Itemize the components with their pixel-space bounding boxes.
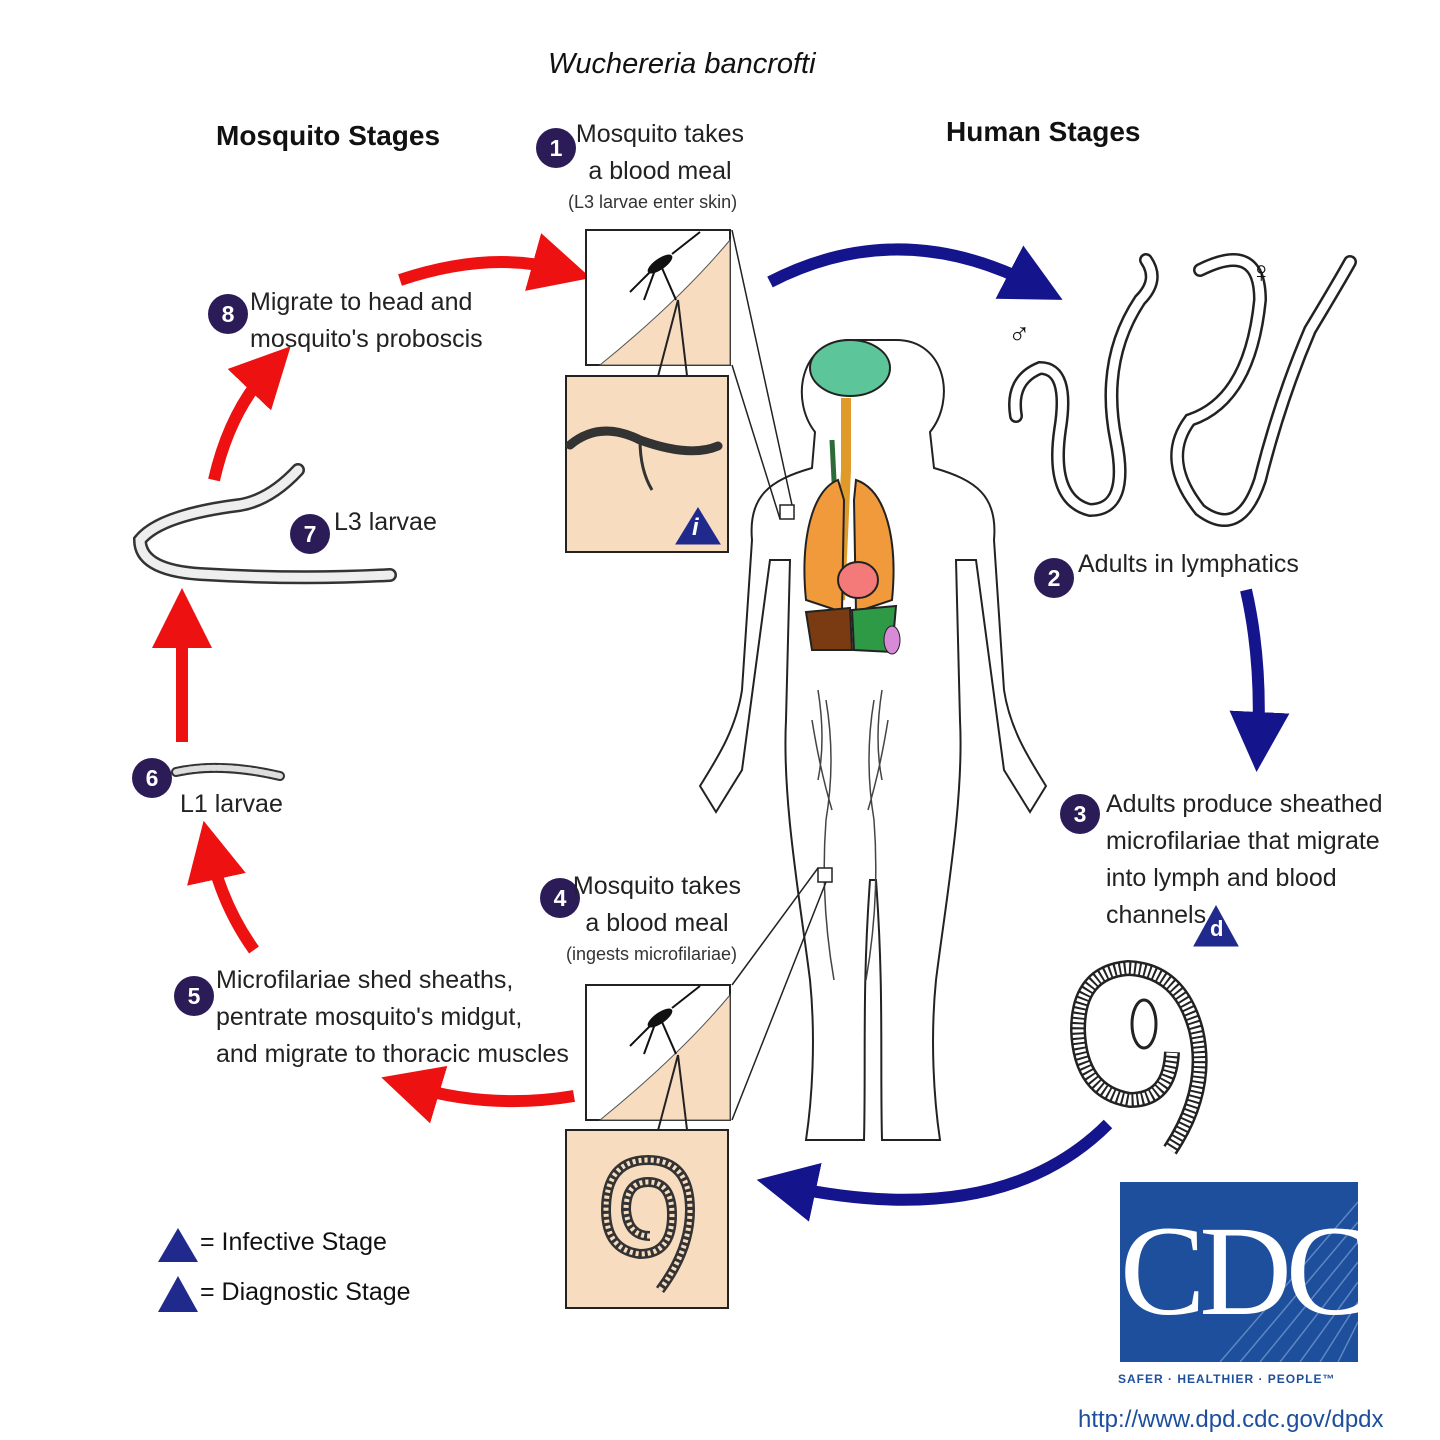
legend-diagnostic-label: = Diagnostic Stage — [200, 1278, 411, 1306]
heart-shape — [837, 561, 879, 599]
step-3-badge: 3 — [1060, 794, 1100, 834]
mosquito-icon — [629, 231, 701, 301]
step-7-badge: 7 — [290, 514, 330, 554]
arrow-5-to-6 — [187, 820, 259, 954]
microfilaria-closeup — [600, 1154, 696, 1293]
step-2-text: Adults in lymphatics — [1078, 550, 1299, 578]
stage4-panels — [565, 984, 731, 1309]
step-4-subtext: (ingests microfilariae) — [566, 944, 738, 964]
step-2-badge: 2 — [1034, 558, 1074, 598]
cdc-logo-letters: CDC — [1120, 1200, 1358, 1342]
liver-shape — [804, 606, 854, 651]
brain-shape — [809, 339, 891, 397]
step-1-badge: 1 — [536, 128, 576, 168]
human-organs — [803, 339, 901, 655]
female-symbol: ♀ — [1250, 256, 1273, 289]
cdc-logo-rays — [1219, 1201, 1358, 1362]
arrow-8-to-1 — [398, 233, 591, 291]
legend-infective-letter: i — [331, 1234, 337, 1256]
arrow-7-to-8 — [208, 346, 291, 482]
arrow-4-to-5 — [381, 1065, 575, 1124]
legend-infective-triangle — [158, 1228, 198, 1262]
cdc-logo: CDC — [1120, 1182, 1358, 1362]
mosquito-stages-heading: Mosquito Stages — [216, 120, 441, 151]
legend-diagnostic-letter: d — [329, 1286, 342, 1308]
step-8-text: Migrate to head and mosquito's proboscis — [250, 288, 483, 353]
step-6-text: L1 larvae — [180, 790, 283, 818]
skin-sample-marker-lower — [817, 867, 833, 883]
infective-stage-marker — [675, 507, 721, 545]
diagnostic-stage-marker — [1193, 904, 1239, 947]
diagnostic-marker-letter: d — [1210, 916, 1224, 941]
cdc-tagline: SAFER · HEALTHIER · PEOPLE™ — [1118, 1372, 1336, 1386]
step-8-badge: 8 — [208, 294, 248, 334]
step-4-badge: 4 — [540, 878, 580, 918]
skin-sample-marker-upper — [779, 504, 795, 520]
step-3-text: Adults produce sheathed microfilariae th… — [1106, 790, 1383, 929]
human-body — [698, 339, 1048, 1141]
l3-larva-drawing — [132, 463, 397, 585]
arrow-2-to-3 — [1229, 588, 1290, 772]
step-4-text: Mosquito takes a blood meal — [572, 872, 742, 937]
stage1-panels — [565, 229, 731, 553]
mosquito-icon — [629, 985, 701, 1055]
step-7-text: L3 larvae — [334, 508, 437, 536]
legend-diagnostic-triangle — [158, 1276, 198, 1312]
l1-larva-drawing — [171, 762, 285, 781]
step-5-text: Microfilariae shed sheaths, pentrate mos… — [216, 966, 569, 1068]
human-stages-heading: Human Stages — [946, 116, 1141, 147]
sheathed-microfilaria — [1069, 959, 1208, 1155]
adult-worms — [1008, 253, 1357, 527]
mosquito-arrows — [152, 233, 591, 1124]
step-6-badge: 6 — [132, 758, 172, 798]
diagram-title: Wuchereria bancrofti — [548, 48, 816, 80]
left-lung — [803, 478, 846, 614]
infective-marker-letter: i — [692, 514, 699, 541]
step-5-badge: 5 — [174, 976, 214, 1016]
male-worm — [1008, 253, 1159, 518]
lymphatic-lines — [811, 689, 889, 981]
step-1-text: Mosquito takes a blood meal — [575, 120, 745, 185]
arrow-3-to-4 — [756, 1119, 1113, 1222]
step-1-subtext: (L3 larvae enter skin) — [568, 192, 738, 212]
male-symbol: ♂ — [1008, 318, 1031, 351]
spleen-shape — [883, 625, 901, 655]
legend-infective-label: = Infective Stage — [200, 1228, 387, 1256]
human-arrows — [756, 243, 1290, 1222]
source-url: http://www.dpd.cdc.gov/dpdx — [1078, 1406, 1384, 1433]
arrow-1-to-2 — [767, 243, 1063, 300]
